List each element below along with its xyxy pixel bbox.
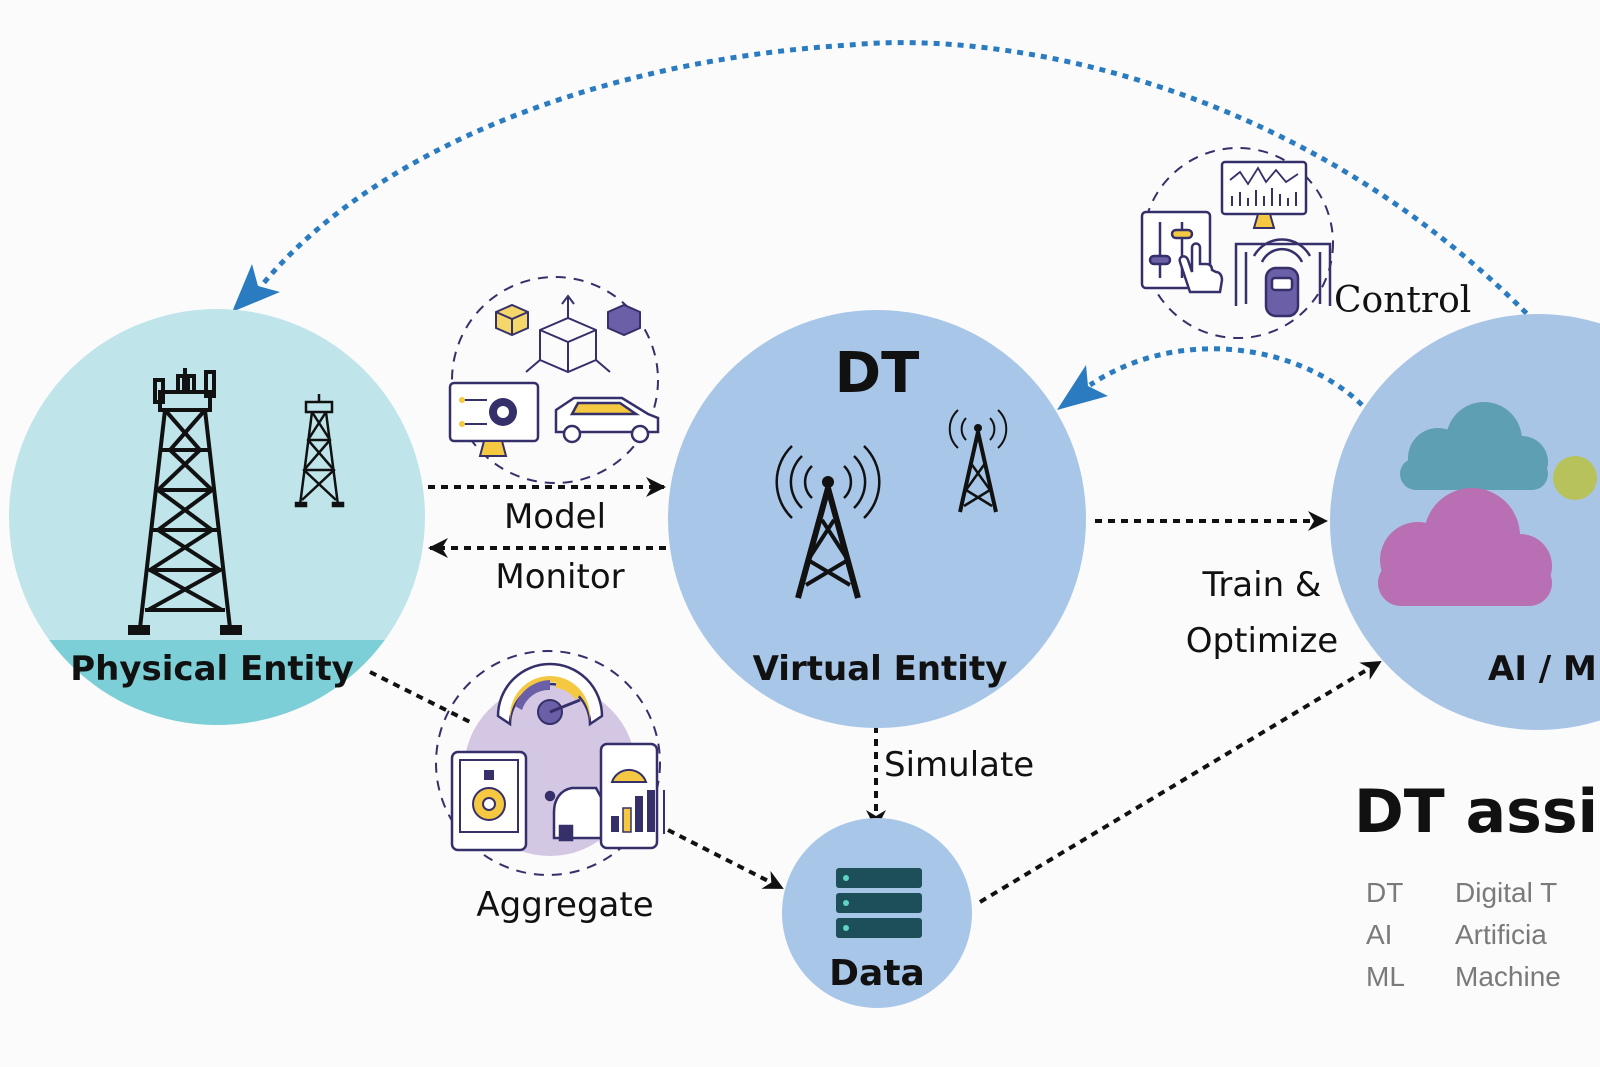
aggregate-label: Aggregate bbox=[476, 885, 653, 925]
car-wash-icon bbox=[1234, 238, 1332, 318]
data-to-ai-arrow bbox=[978, 660, 1382, 904]
inner-control-arrow bbox=[1088, 346, 1364, 407]
virtual-entity-node: DT Virtual Entity bbox=[668, 310, 1086, 728]
gauge-icon bbox=[496, 662, 604, 727]
magenta-cloud-icon bbox=[1378, 488, 1552, 606]
glossary-text-ml: Machine bbox=[1455, 961, 1561, 992]
monitor-gear-icon bbox=[448, 381, 540, 457]
control-icon-cluster bbox=[1140, 147, 1334, 339]
purple-cube-icon bbox=[607, 303, 641, 337]
aggregate-arrow bbox=[369, 670, 782, 888]
monitor-label: Monitor bbox=[495, 557, 624, 597]
glossary-abbr-ai: AI bbox=[1366, 919, 1392, 950]
data-node: Data bbox=[782, 818, 972, 1008]
touch-panel-icon bbox=[1140, 210, 1224, 294]
glossary-text-dt: Digital T bbox=[1455, 877, 1557, 908]
glossary: DT Digital T AI Artificia ML Machine bbox=[1366, 877, 1561, 992]
small-tower-icon bbox=[294, 394, 345, 508]
small-car-icon bbox=[544, 786, 608, 842]
train-label-line2: Optimize bbox=[1186, 621, 1338, 661]
phone-chart-icon bbox=[599, 742, 665, 850]
antenna-icon bbox=[775, 445, 881, 599]
outer-control-arrow bbox=[256, 40, 1537, 324]
dashboard-monitor-icon bbox=[1220, 160, 1308, 229]
dt-title: DT bbox=[835, 341, 920, 406]
dt-assist-heading: DT assis bbox=[1354, 777, 1600, 847]
green-orb bbox=[1553, 456, 1597, 500]
small-cube-icon bbox=[495, 303, 529, 337]
simulate-label: Simulate bbox=[884, 745, 1034, 785]
virtual-entity-label: Virtual Entity bbox=[753, 649, 1008, 689]
aggregate-icon-cluster bbox=[435, 650, 665, 876]
model-icon-cluster bbox=[448, 276, 660, 484]
server-icon bbox=[836, 868, 922, 938]
teal-cloud-icon bbox=[1400, 402, 1548, 490]
glossary-abbr-ml: ML bbox=[1366, 961, 1405, 992]
car-icon bbox=[554, 396, 660, 444]
outer-arrowhead bbox=[232, 264, 280, 312]
glossary-abbr-dt: DT bbox=[1366, 877, 1403, 908]
gear-tablet-icon bbox=[450, 750, 528, 852]
ai-ml-label: AI / M bbox=[1488, 649, 1597, 689]
glossary-text-ai: Artificia bbox=[1455, 919, 1547, 950]
data-label: Data bbox=[829, 953, 925, 994]
cube-icon bbox=[525, 294, 611, 374]
train-label-line1: Train & bbox=[1202, 565, 1322, 605]
cell-tower-icon bbox=[128, 368, 242, 635]
ai-ml-node: AI / M bbox=[1330, 314, 1600, 730]
small-antenna-icon bbox=[948, 409, 1008, 513]
physical-entity-label: Physical Entity bbox=[70, 649, 354, 689]
inner-arrowhead bbox=[1057, 365, 1108, 410]
control-label: Control bbox=[1334, 280, 1471, 321]
model-label: Model bbox=[504, 497, 606, 537]
